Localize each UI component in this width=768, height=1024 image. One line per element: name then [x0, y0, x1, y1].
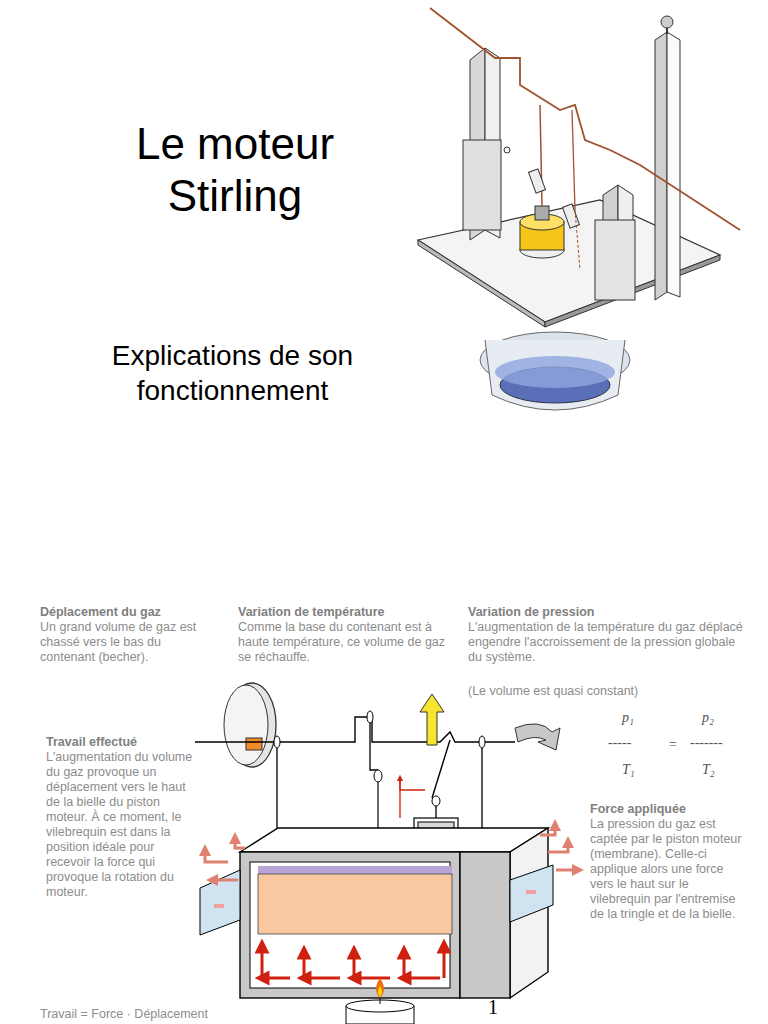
heading: Travail effectué	[46, 735, 201, 750]
formula-line: -----	[608, 735, 658, 750]
note-text: (Le volume est quasi constant)	[468, 684, 748, 699]
note-text: L'augmentation du volume du gaz provoque…	[46, 750, 194, 900]
heading: Déplacement du gaz	[40, 605, 205, 620]
formula-symbol: p₁	[622, 710, 652, 725]
formula-text: Travail = Force · Déplacement	[40, 1007, 260, 1022]
formula-symbol: T₂	[702, 762, 732, 777]
heading: Variation de température	[238, 605, 448, 620]
formula-line: -------	[690, 735, 750, 750]
formula-symbol: p₂	[702, 710, 732, 725]
note-text: La pression du gaz est captée par le pis…	[590, 817, 750, 922]
note-text: L'augmentation de la température du gaz …	[468, 620, 748, 665]
subtitle: Explications de son fonctionnement	[50, 338, 415, 408]
title: Le moteur Stirling	[80, 118, 390, 222]
heading: Force appliquée	[590, 802, 755, 817]
formula-symbol: =	[668, 737, 688, 752]
formula-symbol: T₁	[622, 762, 652, 777]
page-number: 1	[488, 996, 508, 1018]
heading: Variation de pression	[468, 605, 748, 620]
note-text: Un grand volume de gaz est chassé vers l…	[40, 620, 205, 665]
note-text: Comme la base du contenant est à haute t…	[238, 620, 448, 665]
